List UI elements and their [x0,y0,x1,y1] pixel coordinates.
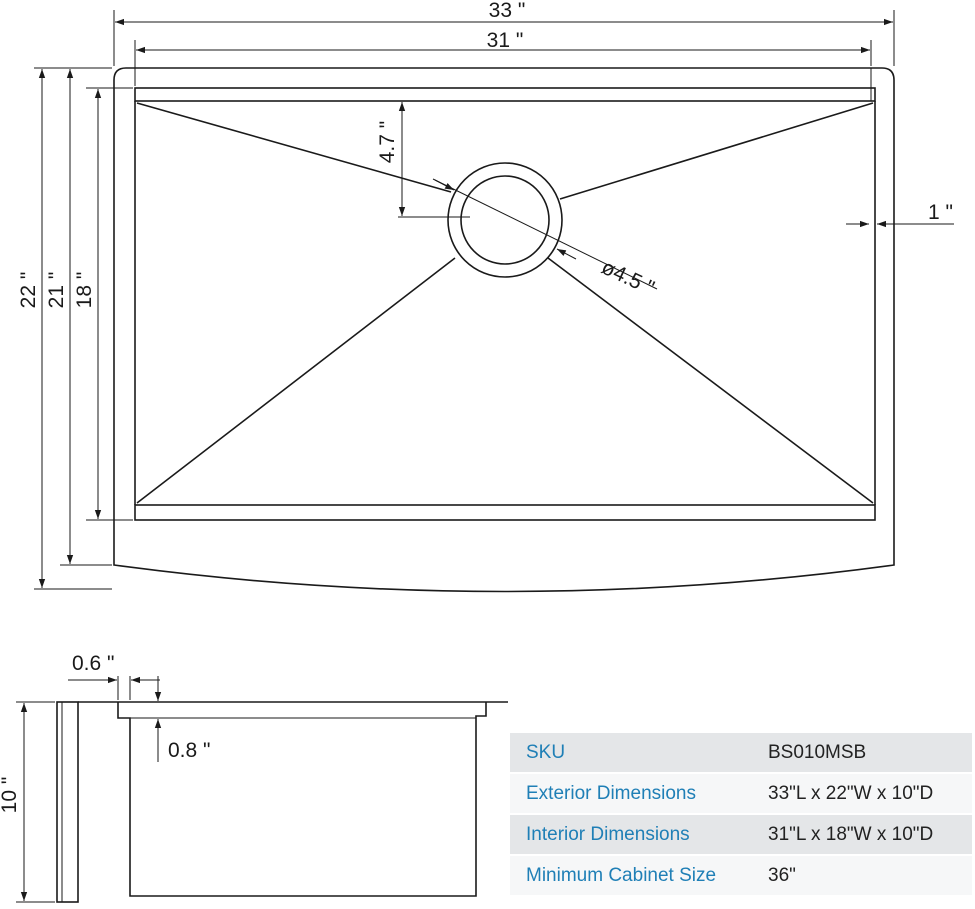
slope-line [136,257,456,504]
drain-outer-ring [447,162,563,278]
side-view-dimension-lines [16,676,164,903]
spec-row-sku: SKU BS010MSB [510,733,972,774]
dim-lip-label: 0.6 " [72,652,114,675]
dim-inner-width-label: 31 " [487,29,524,52]
bowl-profile [117,702,487,897]
spec-value: 31"L x 18"W x 10"D [752,814,972,856]
dim-drain-offset-label: 4.7 " [376,121,399,163]
dim-height-label: 10 " [0,777,21,814]
spec-value: 33"L x 22"W x 10"D [752,773,972,815]
drain-inner-ring [460,175,550,265]
apron-panel [56,701,79,903]
dim-overall-depth-label: 22 " [17,272,40,309]
spec-row-interior: Interior Dimensions 31"L x 18"W x 10"D [510,814,972,856]
top-view [113,67,895,593]
side-view [56,701,508,903]
spec-value: 36" [752,855,972,897]
top-view-dimension-lines [34,10,954,590]
sink-outer-outline [113,67,895,593]
spec-key: Interior Dimensions [510,814,752,856]
dim-drain-diameter-label: ø4.5 " [598,256,658,300]
spec-key: Exterior Dimensions [510,773,752,815]
dim-rim-width-label: 1 " [928,201,953,224]
slope-line [547,257,874,504]
spec-table: SKU BS010MSB Exterior Dimensions 33"L x … [510,733,972,897]
slope-line [559,102,874,200]
dim-mid-depth-label: 21 " [45,272,68,309]
spec-row-cabinet: Minimum Cabinet Size 36" [510,855,972,897]
dim-bowl-depth-label: 18 " [73,272,96,309]
spec-key: SKU [510,733,752,774]
spec-value: BS010MSB [752,733,972,774]
drain-diameter-leader [432,178,658,290]
dim-step-label: 0.8 " [168,739,210,762]
front-rim [134,504,876,521]
spec-key: Minimum Cabinet Size [510,855,752,897]
back-rim [134,87,876,102]
dim-overall-width-label: 33 " [489,0,526,22]
slope-line [136,102,452,193]
spec-row-exterior: Exterior Dimensions 33"L x 22"W x 10"D [510,773,972,815]
